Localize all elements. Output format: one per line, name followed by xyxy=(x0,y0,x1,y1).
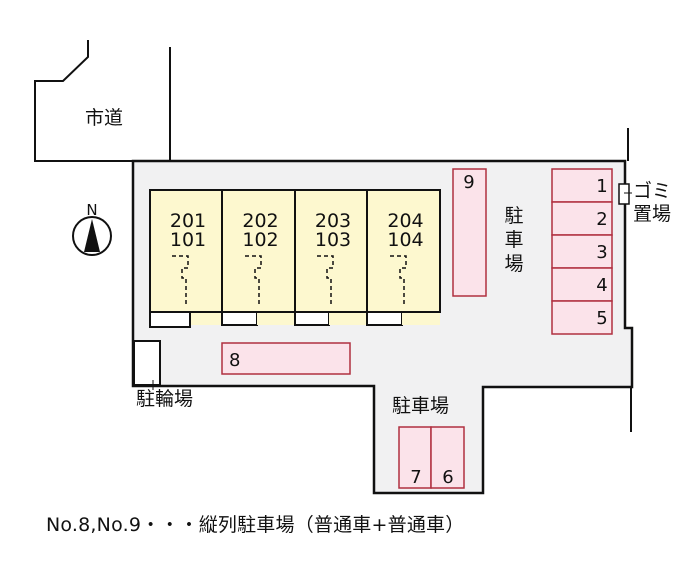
parking-label-vertical: 駐 車 場 xyxy=(504,205,523,275)
svg-text:駐: 駐 xyxy=(504,205,523,227)
balcony xyxy=(294,311,330,326)
unit-lower-number: 103 xyxy=(315,229,351,251)
parking-space-4[interactable]: 4 xyxy=(551,267,613,302)
stair-outline xyxy=(317,255,334,305)
unit-upper-number: 203 xyxy=(315,210,351,232)
svg-text:7: 7 xyxy=(410,467,421,488)
garbage-label-line1: ゴミ xyxy=(633,180,671,202)
north-arrow-icon xyxy=(84,219,100,252)
unit-lower-number: 104 xyxy=(387,229,423,251)
parking-space-5[interactable]: 5 xyxy=(551,300,613,335)
parking-space-6[interactable]: 6 xyxy=(430,426,465,489)
unit-lower-number: 102 xyxy=(242,229,278,251)
parking-space-1[interactable]: 1 xyxy=(551,168,613,203)
parking-note-caption: No.8,No.9・・・縦列駐車場（普通車+普通車） xyxy=(46,514,465,536)
stair-outline xyxy=(245,255,262,305)
unit-lower-number: 101 xyxy=(170,229,206,251)
parking-space-number: 2 xyxy=(596,209,607,230)
bicycle-parking-label: 駐輪場 xyxy=(136,388,193,410)
garbage-area xyxy=(618,183,630,205)
svg-text:場: 場 xyxy=(504,253,523,275)
balcony xyxy=(149,311,191,328)
parking-space-number: 1 xyxy=(596,176,607,197)
parking-spaces-1-5: 1 2 3 4 5 xyxy=(551,168,613,335)
parking-space-number: 3 xyxy=(596,242,607,263)
garbage-label-line2: 置場 xyxy=(633,203,671,225)
parking-space-7[interactable]: 7 xyxy=(398,426,432,489)
bicycle-parking-area xyxy=(133,340,161,386)
compass-north-label: N xyxy=(86,201,97,219)
svg-text:車: 車 xyxy=(504,229,523,251)
stair-outline xyxy=(172,255,189,305)
unit-upper-number: 204 xyxy=(387,210,423,232)
svg-text:6: 6 xyxy=(442,467,453,488)
parking-space-8[interactable]: 8 xyxy=(221,342,351,375)
svg-text:9: 9 xyxy=(463,172,474,193)
svg-text:8: 8 xyxy=(229,350,240,371)
road-boundary xyxy=(34,40,168,162)
parking-label-lower: 駐車場 xyxy=(392,395,449,417)
stair-outline xyxy=(390,255,407,305)
unit-upper-number: 201 xyxy=(170,210,206,232)
unit-upper-number: 202 xyxy=(242,210,278,232)
parking-space-number: 4 xyxy=(596,275,607,296)
parking-space-number: 5 xyxy=(596,308,607,329)
balcony xyxy=(221,311,258,326)
parking-space-2[interactable]: 2 xyxy=(551,201,613,236)
balcony xyxy=(366,311,403,326)
compass: N xyxy=(72,201,112,256)
parking-space-3[interactable]: 3 xyxy=(551,234,613,269)
road-label: 市道 xyxy=(85,107,123,129)
parking-space-9[interactable]: 9 xyxy=(452,168,487,297)
